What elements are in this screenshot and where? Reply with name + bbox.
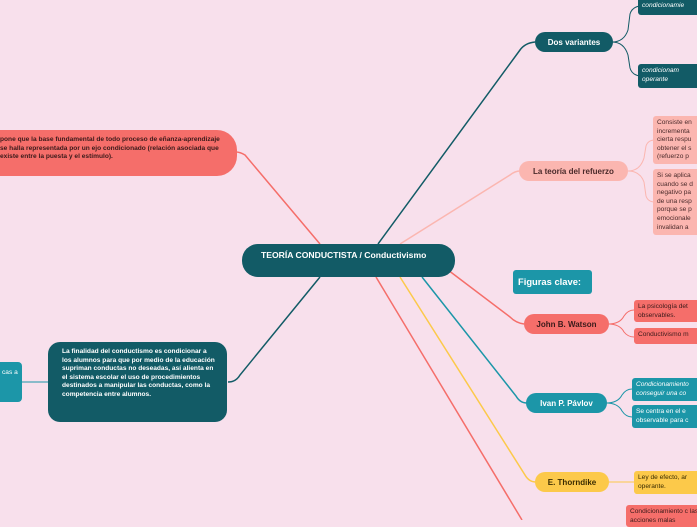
description-text: La finalidad del conductismo es condicio… bbox=[62, 348, 215, 398]
variante-item-1[interactable]: condicionamie bbox=[638, 0, 697, 15]
side-node-text: cas a bbox=[2, 369, 18, 376]
refuerzo-item-1[interactable]: Consiste en incrementa cierta respu obte… bbox=[653, 116, 697, 164]
watson-text: La psicología det observables. bbox=[638, 303, 688, 319]
refuerzo-text: Si se aplica cuando se d negativo pa de … bbox=[657, 172, 693, 231]
watson-item-1[interactable]: La psicología det observables. bbox=[634, 300, 697, 322]
thorndike-node[interactable]: E. Thorndike bbox=[535, 472, 609, 492]
pavlov-text: Se centra en el e observable para c bbox=[636, 408, 689, 424]
figuras-clave-label[interactable]: Figuras clave: bbox=[513, 270, 592, 294]
watson-item-2[interactable]: Conductivismo m bbox=[634, 328, 697, 344]
pavlov-label: Ivan P. Pávlov bbox=[540, 398, 593, 408]
bottom-text: Condicionamiento c las acciones malas bbox=[630, 508, 697, 524]
watson-node[interactable]: John B. Watson bbox=[524, 314, 609, 334]
central-topic-node[interactable]: TEORÍA CONDUCTISTA / Conductivismo bbox=[242, 244, 455, 277]
refuerzo-text: Consiste en incrementa cierta respu obte… bbox=[657, 119, 692, 161]
bottom-item[interactable]: Condicionamiento c las acciones malas bbox=[626, 505, 697, 527]
pavlov-text: Condicionamiento conseguir una co bbox=[636, 381, 689, 397]
central-topic-title: TEORÍA CONDUCTISTA / Conductivismo bbox=[261, 250, 427, 260]
figuras-clave-text: Figuras clave: bbox=[518, 276, 582, 287]
pavlov-item-1[interactable]: Condicionamiento conseguir una co bbox=[632, 378, 697, 401]
refuerzo-label: La teoría del refuerzo bbox=[533, 166, 614, 176]
variante-text: condicionam operante bbox=[642, 67, 680, 83]
description-node-left-bottom[interactable]: La finalidad del conductismo es condicio… bbox=[48, 342, 227, 422]
description-text: pone que la base fundamental de todo pro… bbox=[0, 136, 220, 161]
dos-variantes-node[interactable]: Dos variantes bbox=[535, 32, 613, 52]
side-node-left[interactable]: cas a bbox=[0, 362, 22, 402]
dos-variantes-label: Dos variantes bbox=[547, 37, 601, 47]
pavlov-node[interactable]: Ivan P. Pávlov bbox=[526, 393, 607, 413]
variante-text: condicionamie bbox=[642, 2, 685, 9]
variante-item-2[interactable]: condicionam operante bbox=[638, 64, 697, 88]
pavlov-item-2[interactable]: Se centra en el e observable para c bbox=[632, 405, 697, 428]
thorndike-label: E. Thorndike bbox=[547, 477, 597, 487]
thorndike-text: Ley de efecto, ar operante. bbox=[638, 474, 688, 490]
refuerzo-node[interactable]: La teoría del refuerzo bbox=[519, 161, 628, 181]
watson-text: Conductivismo m bbox=[638, 331, 689, 338]
refuerzo-item-2[interactable]: Si se aplica cuando se d negativo pa de … bbox=[653, 169, 697, 235]
thorndike-item-1[interactable]: Ley de efecto, ar operante. bbox=[634, 471, 697, 494]
description-node-left-top[interactable]: pone que la base fundamental de todo pro… bbox=[0, 130, 237, 176]
watson-label: John B. Watson bbox=[536, 319, 597, 329]
